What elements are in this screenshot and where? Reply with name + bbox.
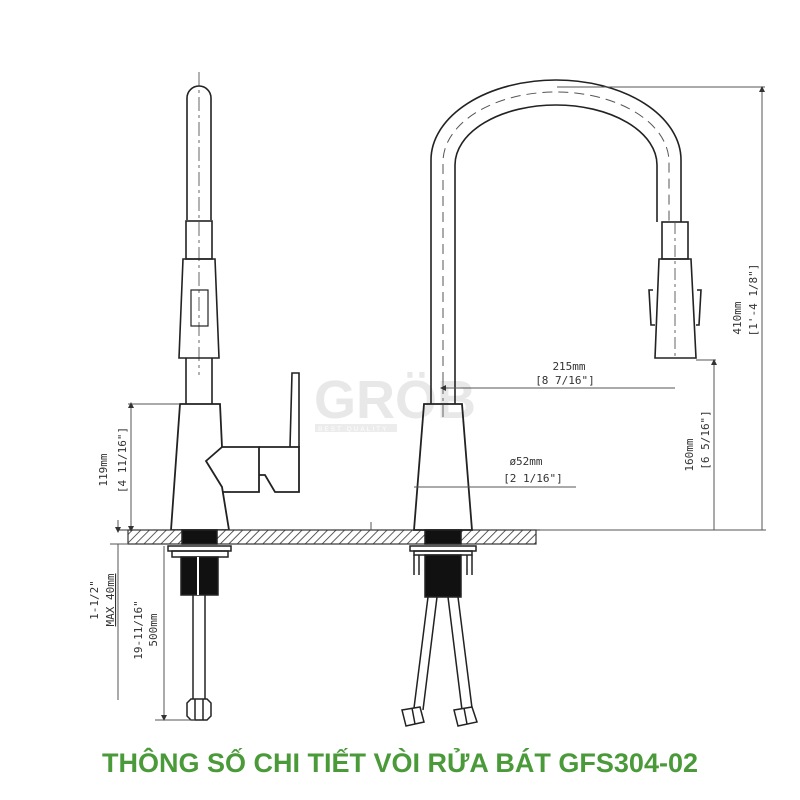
dim-total-height-mm: 410mm	[731, 301, 744, 334]
dim-max-thickness-mm: MAX 40mm	[104, 573, 117, 626]
dim-hose-length-mm: 500mm	[147, 613, 160, 646]
front-view	[413, 79, 702, 531]
page-title: THÔNG SỐ CHI TIẾT VÒI RỬA BÁT GFS304-02	[102, 748, 698, 778]
watermark-brand: GRÖB	[314, 370, 476, 430]
dim-body-height-in: [4 11/16"]	[116, 427, 129, 493]
dim-max-thickness-in: 1-1/2"	[88, 580, 101, 620]
dim-total-height-in: [1'-4 1/8"]	[747, 264, 760, 337]
dim-spout-height-in: [6 5/16"]	[699, 410, 712, 470]
dim-spout-height-mm: 160mm	[683, 438, 696, 471]
dimension-labels: 119mm [4 11/16"] 1-1/2" MAX 40mm 19-11/1…	[88, 264, 760, 660]
dim-base-diameter-in: [2 1/16"]	[503, 472, 563, 485]
side-view-mount	[167, 529, 232, 721]
watermark-logo: GRÖB BEST QUALITY	[314, 370, 476, 433]
dim-base-diameter-mm: ø52mm	[509, 455, 542, 468]
dimension-lines	[110, 86, 766, 721]
dim-reach-mm: 215mm	[552, 360, 585, 373]
watermark-tagline: BEST QUALITY	[318, 426, 388, 433]
dim-hose-length-in: 19-11/16"	[132, 600, 145, 660]
dim-body-height-mm: 119mm	[97, 453, 110, 486]
side-view	[170, 72, 300, 531]
front-view-mount	[401, 529, 478, 727]
dim-reach-in: [8 7/16"]	[535, 374, 595, 387]
